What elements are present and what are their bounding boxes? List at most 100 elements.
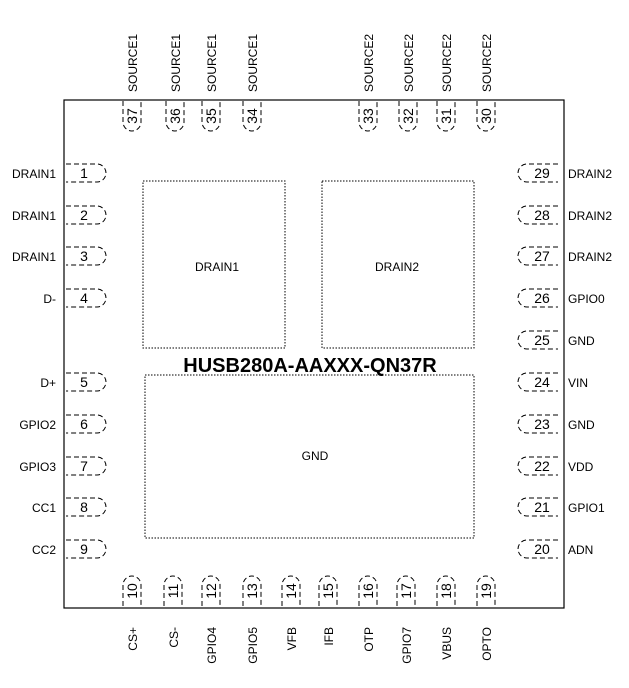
pin-9-number: 9 bbox=[80, 541, 88, 557]
pin-36-outline bbox=[165, 101, 185, 132]
pin-24-outline bbox=[517, 372, 558, 392]
pin-2-number: 2 bbox=[80, 207, 88, 223]
pin-36-number: 36 bbox=[167, 108, 183, 124]
pin-31-outline bbox=[436, 101, 456, 132]
pin-7-number: 7 bbox=[80, 458, 88, 474]
pad-drain2 bbox=[321, 180, 475, 349]
pin-35-outline bbox=[201, 101, 221, 132]
pin-19-outline bbox=[476, 575, 496, 606]
pin-4-label: D- bbox=[43, 292, 56, 306]
pin-32-number: 32 bbox=[400, 108, 416, 124]
pin-10-number: 10 bbox=[124, 583, 140, 599]
pin-34-outline bbox=[242, 101, 262, 132]
pin-37-number: 37 bbox=[124, 108, 140, 124]
pin-20-label: ADN bbox=[568, 543, 593, 557]
pin-27-outline bbox=[517, 246, 558, 266]
pin-26-number: 26 bbox=[534, 290, 550, 306]
pin-33-outline bbox=[358, 101, 378, 132]
pin-22-label: VDD bbox=[568, 460, 594, 474]
pad-drain1 bbox=[142, 180, 286, 349]
pin-8-number: 8 bbox=[80, 499, 88, 515]
pin-16-outline bbox=[358, 575, 378, 606]
package-outline bbox=[63, 99, 565, 609]
pin-17-label: GPIO7 bbox=[400, 627, 414, 664]
pin-22-outline bbox=[517, 456, 558, 476]
pin-10-label: CS+ bbox=[126, 627, 140, 651]
pin-28-outline bbox=[517, 205, 558, 225]
pin-18-outline bbox=[436, 575, 456, 606]
pin-37-outline bbox=[122, 101, 142, 132]
pin-15-outline bbox=[318, 575, 338, 606]
pin-17-outline bbox=[396, 575, 416, 606]
pin-18-number: 18 bbox=[438, 583, 454, 599]
pin-9-label: CC2 bbox=[32, 543, 56, 557]
pin-21-number: 21 bbox=[534, 499, 550, 515]
pin-25-outline bbox=[517, 330, 558, 350]
pin-18-label: VBUS bbox=[440, 627, 454, 660]
pin-3-number: 3 bbox=[80, 248, 88, 264]
pin-13-number: 13 bbox=[244, 583, 260, 599]
pin-10-outline bbox=[122, 575, 142, 606]
pin-12-outline bbox=[201, 575, 221, 606]
pin-6-number: 6 bbox=[80, 416, 88, 432]
pin-28-number: 28 bbox=[534, 207, 550, 223]
pin-2-label: DRAIN1 bbox=[12, 209, 56, 223]
pin-32-label: SOURCE2 bbox=[402, 34, 416, 92]
pin-5-outline bbox=[66, 372, 107, 392]
pin-16-number: 16 bbox=[360, 583, 376, 599]
pin-37-label: SOURCE1 bbox=[126, 34, 140, 92]
pin-22-number: 22 bbox=[534, 458, 550, 474]
pin-25-number: 25 bbox=[534, 332, 550, 348]
pin-12-label: GPIO4 bbox=[205, 627, 219, 664]
pin-21-outline bbox=[517, 497, 558, 517]
pin-15-label: IFB bbox=[322, 627, 336, 646]
pin-2-outline bbox=[66, 205, 107, 225]
pin-12-number: 12 bbox=[203, 583, 219, 599]
pin-31-number: 31 bbox=[438, 108, 454, 124]
pin-15-number: 15 bbox=[320, 583, 336, 599]
pin-30-label: SOURCE2 bbox=[480, 34, 494, 92]
pad-drain2-label: DRAIN2 bbox=[375, 260, 419, 274]
pin-20-outline bbox=[517, 539, 558, 559]
pin-23-outline bbox=[517, 414, 558, 434]
pin-6-label: GPIO2 bbox=[19, 418, 56, 432]
pin-27-number: 27 bbox=[534, 248, 550, 264]
pin-20-number: 20 bbox=[534, 541, 550, 557]
pin-7-outline bbox=[66, 456, 107, 476]
pin-19-number: 19 bbox=[478, 583, 494, 599]
pin-1-label: DRAIN1 bbox=[12, 167, 56, 181]
pin-11-number: 11 bbox=[165, 584, 181, 599]
pin-34-number: 34 bbox=[244, 108, 260, 124]
pin-5-number: 5 bbox=[80, 374, 88, 390]
pins-layer: 1DRAIN12DRAIN13DRAIN14D-5D+6GPIO27GPIO38… bbox=[12, 34, 612, 664]
pin-5-label: D+ bbox=[40, 376, 56, 390]
pin-6-outline bbox=[66, 414, 107, 434]
pin-29-outline bbox=[517, 163, 558, 183]
pin-34-label: SOURCE1 bbox=[246, 34, 260, 92]
pin-29-label: DRAIN2 bbox=[568, 167, 612, 181]
pin-29-number: 29 bbox=[534, 165, 550, 181]
pin-32-outline bbox=[398, 101, 418, 132]
pin-33-label: SOURCE2 bbox=[362, 34, 376, 92]
pin-4-outline bbox=[66, 288, 107, 308]
pin-31-label: SOURCE2 bbox=[440, 34, 454, 92]
pin-11-label: CS- bbox=[167, 627, 181, 648]
pin-3-label: DRAIN1 bbox=[12, 250, 56, 264]
pin-3-outline bbox=[66, 246, 107, 266]
pin-36-label: SOURCE1 bbox=[169, 34, 183, 92]
pin-30-number: 30 bbox=[478, 108, 494, 124]
pin-30-outline bbox=[476, 101, 496, 132]
pin-1-outline bbox=[66, 163, 107, 183]
pin-16-label: OTP bbox=[362, 627, 376, 652]
pin-13-outline bbox=[242, 575, 262, 606]
pin-23-label: GND bbox=[568, 418, 595, 432]
pin-14-label: VFB bbox=[285, 627, 299, 650]
pin-8-outline bbox=[66, 497, 107, 517]
pin-7-label: GPIO3 bbox=[19, 460, 56, 474]
pin-19-label: OPTO bbox=[480, 627, 494, 661]
pin-26-label: GPIO0 bbox=[568, 292, 605, 306]
pin-24-number: 24 bbox=[534, 374, 550, 390]
pin-28-label: DRAIN2 bbox=[568, 209, 612, 223]
